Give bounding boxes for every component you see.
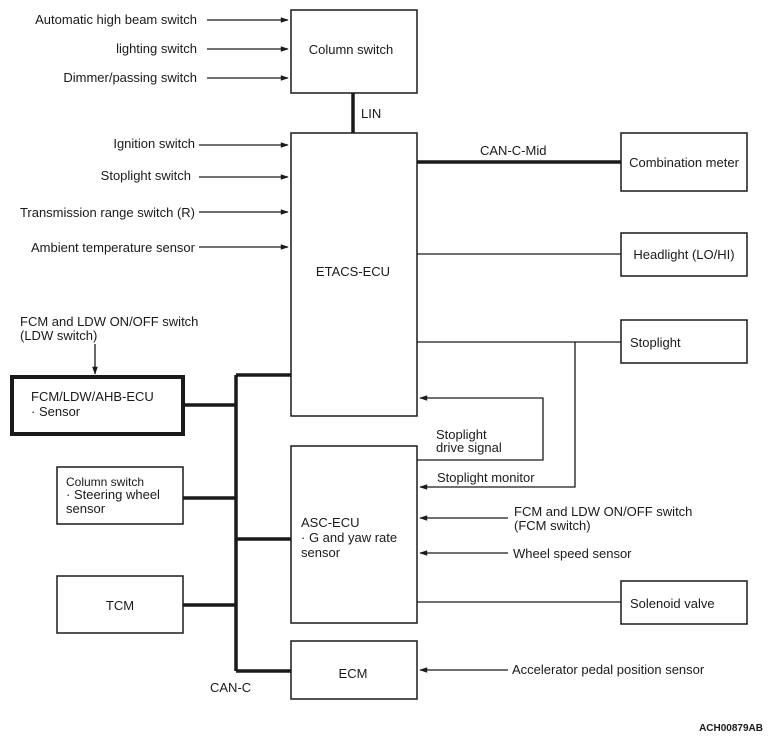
etacs-ecu-label: ETACS-ECU [316,264,390,279]
column-switch-steering-sensor-box [56,466,184,525]
fcm-ecu-sensor-label: · Sensor [31,404,81,419]
drive-signal-label: drive signal [436,440,502,455]
ecm-box [290,640,418,700]
accelerator-label: Accelerator pedal position sensor [512,662,705,677]
lin-label: LIN [361,106,381,121]
stoplight-monitor-label: Stoplight monitor [437,470,535,485]
headlight-box [620,232,748,277]
stoplight-label: Stoplight [630,335,681,350]
g-yaw-rate-label: · G and yaw rate [301,530,397,545]
fcm-ldw-ahb-ecu-label: FCM/LDW/AHB-ECU [31,389,154,404]
fcm-switch-sub-label: (FCM switch) [514,518,591,533]
lighting-switch-label: lighting switch [116,41,197,56]
column-switch-sws-label: Column switch [66,475,144,489]
steering-wheel-sensor-label: sensor [66,501,106,516]
headlight-label: Headlight (LO/HI) [633,247,734,262]
tcm-label: TCM [106,598,134,613]
ambient-temp-label: Ambient temperature sensor [31,240,196,255]
fcm-switch-label: FCM and LDW ON/OFF switch [514,504,692,519]
ldw-switch-label: FCM and LDW ON/OFF switch [20,314,198,329]
stoplight-drive-signal-line [417,395,544,461]
ignition-switch-label: Ignition switch [113,136,195,151]
column-switch-label: Column switch [309,42,394,57]
steering-wheel-label: · Steering wheel [66,487,160,502]
etacs-ecu-box [290,132,418,417]
dimmer-passing-label: Dimmer/passing switch [63,70,197,85]
column-switch-box [290,9,418,94]
g-yaw-rate-sensor-label: sensor [301,545,341,560]
combination-meter-box [620,132,748,192]
transmission-range-label: Transmission range switch (R) [20,205,195,220]
solenoid-valve-box [620,580,748,625]
wheel-speed-label: Wheel speed sensor [513,546,632,561]
solenoid-valve-label: Solenoid valve [630,596,715,611]
auto-high-beam-label: Automatic high beam switch [35,12,197,27]
asc-ecu-box [290,445,418,624]
tcm-box [56,575,184,634]
can-c-label: CAN-C [210,680,251,695]
stoplight-drive-label: Stoplight [436,427,487,442]
combination-meter-label: Combination meter [629,155,739,170]
figure-code: ACH00879AB [699,723,763,734]
can-c-mid-label: CAN-C-Mid [480,143,546,158]
ecm-label: ECM [339,666,368,681]
asc-ecu-label: ASC-ECU [301,515,360,530]
stoplight-box [620,319,748,364]
ldw-switch-sub-label: (LDW switch) [20,328,97,343]
stoplight-switch-label: Stoplight switch [101,168,191,183]
stoplight-monitor-line [419,342,576,490]
